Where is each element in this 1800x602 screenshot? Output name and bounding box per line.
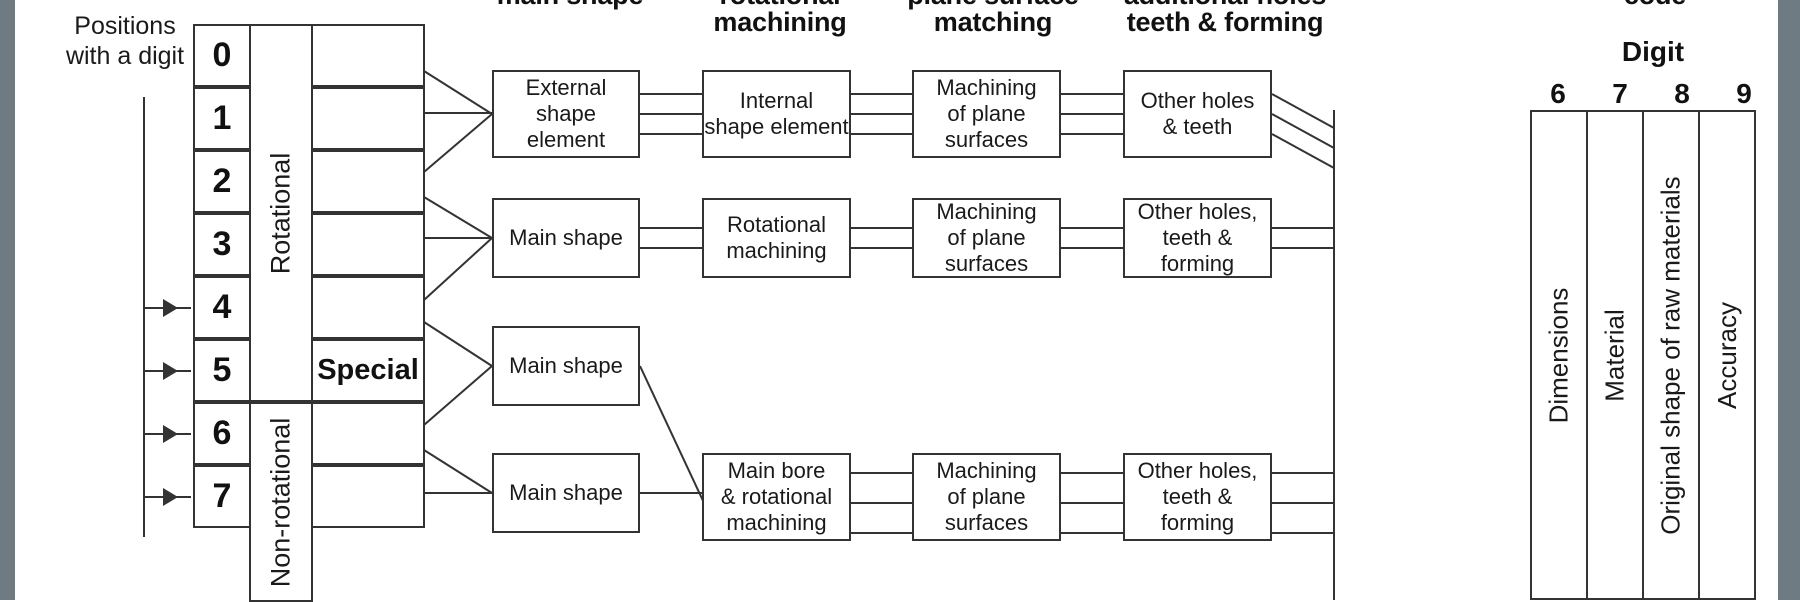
column-header-code: code [1540, 0, 1770, 9]
process-box-r4-c1-label: Main shape [509, 480, 623, 506]
subgroup-cell-special[interactable]: Special [311, 339, 425, 402]
code-column-dimensions[interactable]: Dimensions [1530, 110, 1588, 600]
subgroup-cell-a[interactable] [311, 24, 425, 87]
code-table: Dimensions Material Original shape of ra… [1530, 110, 1778, 600]
code-column-material[interactable]: Material [1586, 110, 1644, 600]
process-box-r3-c1-label: Main shape [509, 353, 623, 379]
digit-label-3: 3 [212, 225, 232, 263]
left-accent-bar [0, 0, 15, 600]
positions-caption-line1: Positions [74, 12, 176, 40]
subgroup-cell-b[interactable] [311, 87, 425, 150]
digit-cell-1[interactable]: 1 [193, 87, 251, 150]
digit-label-2: 2 [212, 162, 232, 200]
digit-cell-0[interactable]: 0 [193, 24, 251, 87]
process-box-r1-c4-label: Other holes& teeth [1140, 88, 1255, 139]
column-header-code-line1: code [1540, 0, 1770, 9]
column-header-main-shape: main shape [455, 0, 685, 9]
category-label-rotational: Rotational [265, 152, 296, 274]
process-box-r4-c4-label: Other holes,teeth & forming [1137, 458, 1258, 535]
column-header-main-shape-line1: main shape [455, 0, 685, 9]
code-column-accuracy-label: Accuracy [1711, 301, 1742, 409]
digit-label-5: 5 [212, 351, 232, 389]
code-digit-8: 8 [1674, 78, 1690, 109]
code-digit-9: 9 [1736, 78, 1752, 109]
arrow-head-row-6 [163, 425, 178, 443]
process-box-r4-c4[interactable]: Other holes,teeth & forming [1123, 453, 1272, 541]
column-header-additional-holes: additional holes teeth & forming [1080, 0, 1370, 36]
digit-cell-4[interactable]: 4 [193, 276, 251, 339]
code-digit-6: 6 [1550, 78, 1566, 109]
digit-label-4: 4 [212, 288, 232, 326]
code-digit-7: 7 [1612, 78, 1628, 109]
process-box-r1-c4[interactable]: Other holes& teeth [1123, 70, 1272, 158]
code-column-material-label: Material [1599, 308, 1630, 402]
arrow-head-row-5 [163, 362, 178, 380]
process-box-r3-c1[interactable]: Main shape [492, 326, 640, 406]
column-header-additional-holes-line2: teeth & forming [1126, 7, 1324, 37]
digit-cell-7[interactable]: 7 [193, 465, 251, 528]
category-label-rotational-wrap: Rotational [249, 24, 313, 402]
column-header-plane-surface-line1: plane surface [873, 0, 1113, 9]
code-column-accuracy[interactable]: Accuracy [1698, 110, 1756, 600]
column-header-rotational-machining-line2: machining [713, 7, 847, 37]
subgroup-cell-e[interactable] [311, 276, 425, 339]
subgroup-cell-f[interactable] [311, 402, 425, 465]
digit-table: 0 1 2 3 4 5 6 7 Rotational Non-rotationa… [193, 8, 425, 602]
process-box-r2-c4-label: Other holes,teeth & forming [1137, 199, 1258, 276]
positions-caption-line2: with a digit [65, 41, 185, 70]
digit-cell-6[interactable]: 6 [193, 402, 251, 465]
code-column-raw-material-shape[interactable]: Original shape of raw materials [1642, 110, 1700, 600]
column-header-rotational-machining: rotational machining [665, 0, 895, 36]
bracket-vertical-line [143, 97, 145, 537]
process-box-r2-c4[interactable]: Other holes,teeth & forming [1123, 198, 1272, 278]
digit-cell-3[interactable]: 3 [193, 213, 251, 276]
code-column-raw-material-shape-label: Original shape of raw materials [1655, 175, 1686, 535]
process-box-r4-c1[interactable]: Main shape [492, 453, 640, 533]
digit-label-0: 0 [212, 36, 232, 74]
column-header-additional-holes-line1: additional holes [1080, 0, 1370, 9]
column-header-rotational-machining-line1: rotational [665, 0, 895, 9]
arrow-head-row-4 [163, 299, 178, 317]
digit-cell-5[interactable]: 5 [193, 339, 251, 402]
digit-cell-2[interactable]: 2 [193, 150, 251, 213]
arrow-head-row-7 [163, 488, 178, 506]
process-box-r2-c1[interactable]: Main shape [492, 198, 640, 278]
digit-label-1: 1 [212, 99, 232, 137]
subgroup-label-special: Special [317, 354, 419, 386]
subgroup-cell-g[interactable] [311, 465, 425, 528]
digit-label-6: 6 [212, 414, 232, 452]
category-label-nonrotational: Non-rotational [265, 417, 296, 587]
subgroup-cell-d[interactable] [311, 213, 425, 276]
process-box-r2-c1-label: Main shape [509, 225, 623, 251]
code-column-dimensions-label: Dimensions [1543, 287, 1574, 423]
column-header-plane-surface-line2: matching [933, 7, 1053, 37]
column-header-plane-surface: plane surface matching [873, 0, 1113, 36]
code-digit-header: Digit [1621, 36, 1685, 67]
digit-label-7: 7 [212, 477, 232, 515]
positions-caption: Positions with a digit [55, 12, 195, 71]
right-accent-bar [1778, 0, 1800, 600]
subgroup-cell-c[interactable] [311, 150, 425, 213]
category-label-nonrotational-wrap: Non-rotational [249, 402, 313, 602]
